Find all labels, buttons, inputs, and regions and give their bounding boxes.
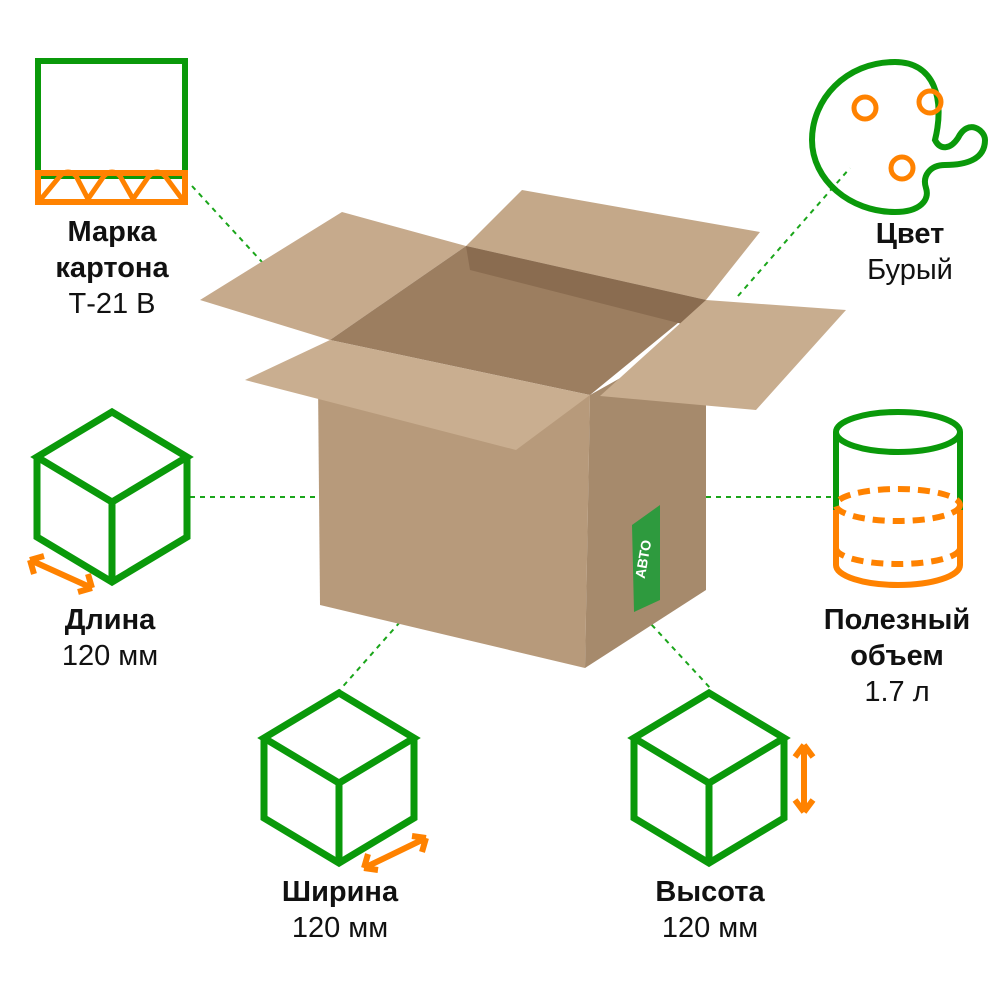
volume-title-1: Полезный — [823, 604, 971, 636]
width-cube-icon — [264, 693, 429, 873]
width-value: 120 мм — [291, 912, 389, 944]
box-label-sticker — [632, 505, 660, 612]
height-title: Высота — [655, 876, 765, 908]
cardboard-grade-icon — [35, 58, 188, 205]
width-arrow-icon — [361, 833, 429, 873]
width-title: Ширина — [281, 876, 399, 908]
height-label: Высота 120 мм — [655, 874, 764, 946]
cardboard-box-image: АВТО — [200, 190, 846, 668]
volume-label: Полезный объем 1.7 л — [824, 602, 971, 710]
length-cube-icon — [27, 412, 187, 595]
grade-title-1: Марка — [67, 216, 157, 248]
color-label: Цвет Бурый — [867, 216, 953, 288]
width-label: Ширина 120 мм — [282, 874, 398, 946]
length-label: Длина 120 мм — [62, 602, 158, 674]
height-arrow-icon — [792, 743, 816, 814]
palette-icon — [808, 58, 989, 216]
length-title: Длина — [64, 604, 156, 636]
length-value: 120 мм — [61, 640, 159, 672]
grade-title-2: картона — [55, 252, 169, 284]
grade-value: Т-21 В — [68, 288, 156, 320]
volume-value: 1.7 л — [864, 676, 930, 708]
box-label-text: АВТО — [632, 539, 655, 580]
length-arrow-icon — [27, 553, 95, 595]
color-title: Цвет — [875, 218, 945, 250]
color-value: Бурый — [867, 254, 953, 286]
volume-cylinder-icon — [833, 409, 963, 588]
volume-title-2: объем — [850, 640, 944, 672]
height-cube-icon — [634, 693, 816, 863]
height-value: 120 мм — [661, 912, 759, 944]
grade-label: Марка картона Т-21 В — [55, 214, 168, 322]
